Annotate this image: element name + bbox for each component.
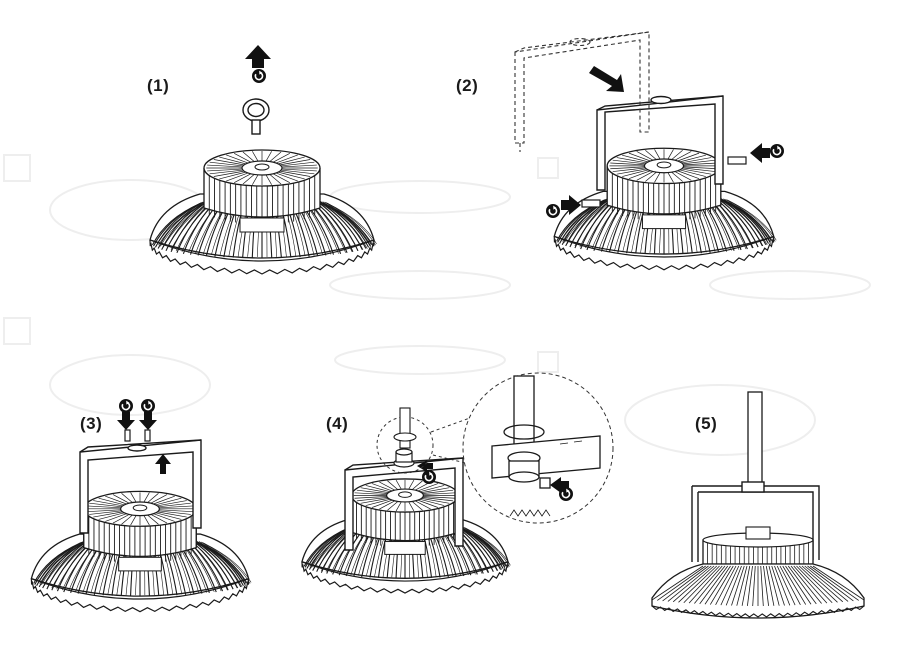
arrow-up-icon <box>155 454 171 474</box>
fixture-step-4 <box>301 478 511 594</box>
rotate-icon <box>421 469 437 485</box>
arrow-left-icon <box>750 143 770 163</box>
bracket-dashed-outline <box>514 31 650 152</box>
arrow-left-icon <box>417 460 433 472</box>
fixture-step-2 <box>553 147 777 271</box>
step-label-4: (4) <box>326 414 349 433</box>
rotate-icon <box>251 68 267 84</box>
fixture-step-3 <box>30 490 252 613</box>
rotate-icon <box>558 486 574 502</box>
mounting-bracket <box>344 457 464 551</box>
fixture-step-5 <box>651 526 865 619</box>
arrow-right-icon <box>561 195 581 215</box>
fixture-step-1 <box>149 149 377 275</box>
pipe-small <box>393 407 417 449</box>
arrow-up-icon <box>245 45 271 68</box>
top-screws <box>124 429 151 442</box>
conduit-nut <box>393 448 415 468</box>
mounting-bracket <box>79 439 202 534</box>
step-label-3: (3) <box>80 414 103 433</box>
arrow-down-icon <box>117 412 157 430</box>
side-screw-left <box>581 199 601 208</box>
step-label-2: (2) <box>456 76 479 95</box>
mounting-bracket <box>691 481 820 562</box>
mounting-bracket <box>596 95 724 191</box>
detail-callout-large <box>462 372 614 524</box>
rotate-icon <box>545 203 561 219</box>
side-screw-right <box>727 156 747 165</box>
rotate-icon <box>769 143 785 159</box>
arrow-right-icon <box>589 66 624 92</box>
step-label-5: (5) <box>695 414 718 433</box>
eye-bolt <box>242 98 270 135</box>
suspension-pipe <box>747 391 763 491</box>
rotate-icon <box>118 398 134 414</box>
rotate-icon <box>140 398 156 414</box>
step-label-1: (1) <box>147 76 170 95</box>
